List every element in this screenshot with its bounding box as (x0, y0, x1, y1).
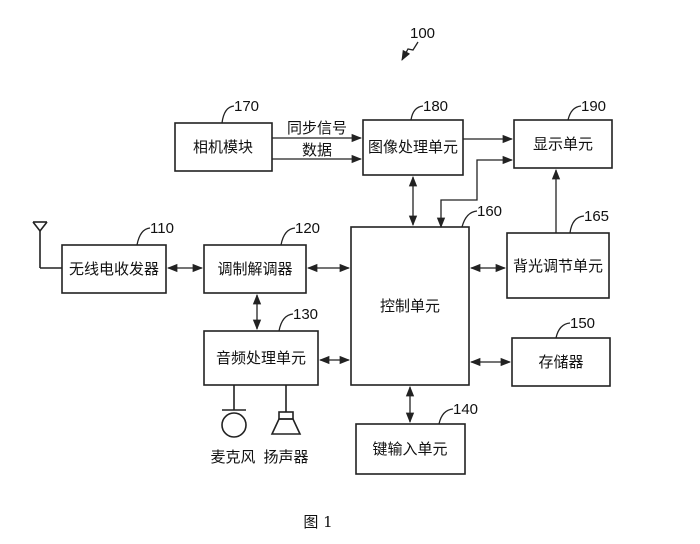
ref-165: 165 (584, 208, 609, 225)
key-input-block: 键输入单元 (355, 423, 466, 475)
ref-110-leader (136, 227, 151, 246)
data-label: 数据 (302, 141, 332, 159)
key-input-label: 键输入单元 (372, 440, 447, 458)
speaker-icon (270, 385, 302, 435)
ref-190: 190 (581, 98, 606, 115)
control-to-display-arrow (436, 155, 514, 229)
ref-160-leader (461, 210, 478, 228)
ref-170-leader (221, 105, 235, 124)
ref-190-leader (567, 105, 582, 121)
ref-150: 150 (570, 315, 595, 332)
display-unit-label: 显示单元 (533, 135, 593, 153)
camera-module-label: 相机模块 (193, 138, 253, 156)
ref-130-leader (278, 313, 294, 332)
control-unit-block: 控制单元 (350, 226, 470, 386)
image-processing-label: 图像处理单元 (368, 138, 458, 156)
speaker-label: 扬声器 (263, 448, 308, 466)
ref-110: 110 (150, 220, 174, 237)
sync-signal-label: 同步信号 (287, 119, 347, 137)
storage-label: 存储器 (538, 353, 583, 371)
ref-170: 170 (234, 98, 259, 115)
microphone-icon (221, 385, 247, 438)
ref-160: 160 (477, 203, 502, 220)
ref-165-leader (569, 215, 585, 234)
backlight-adjust-label: 背光调节单元 (513, 257, 603, 275)
ref-120: 120 (295, 220, 320, 237)
storage-block: 存储器 (511, 337, 611, 387)
wireless-transceiver-label: 无线电收发器 (69, 260, 159, 278)
ref-180: 180 (423, 98, 448, 115)
microphone-label: 麦克风 (210, 448, 255, 466)
display-unit-block: 显示单元 (513, 119, 613, 169)
ref-180-leader (410, 105, 424, 121)
image-processing-block: 图像处理单元 (362, 119, 464, 176)
ref-130: 130 (293, 306, 318, 323)
audio-processing-block: 音频处理单元 (203, 330, 319, 386)
ref-140: 140 (453, 401, 478, 418)
modem-label: 调制解调器 (217, 260, 292, 278)
antenna-icon (32, 221, 62, 269)
system-ref-arrow (401, 41, 419, 61)
wireless-transceiver-block: 无线电收发器 (61, 244, 167, 294)
control-unit-label: 控制单元 (380, 297, 440, 315)
backlight-adjust-block: 背光调节单元 (506, 232, 610, 299)
ref-150-leader (555, 322, 571, 339)
ref-140-leader (438, 408, 454, 425)
system-ref-label: 100 (410, 25, 435, 42)
figure-caption: 图 1 (303, 513, 332, 531)
modem-block: 调制解调器 (203, 244, 307, 294)
camera-module-block: 相机模块 (174, 122, 273, 172)
audio-processing-label: 音频处理单元 (216, 349, 306, 367)
ref-120-leader (280, 227, 296, 246)
